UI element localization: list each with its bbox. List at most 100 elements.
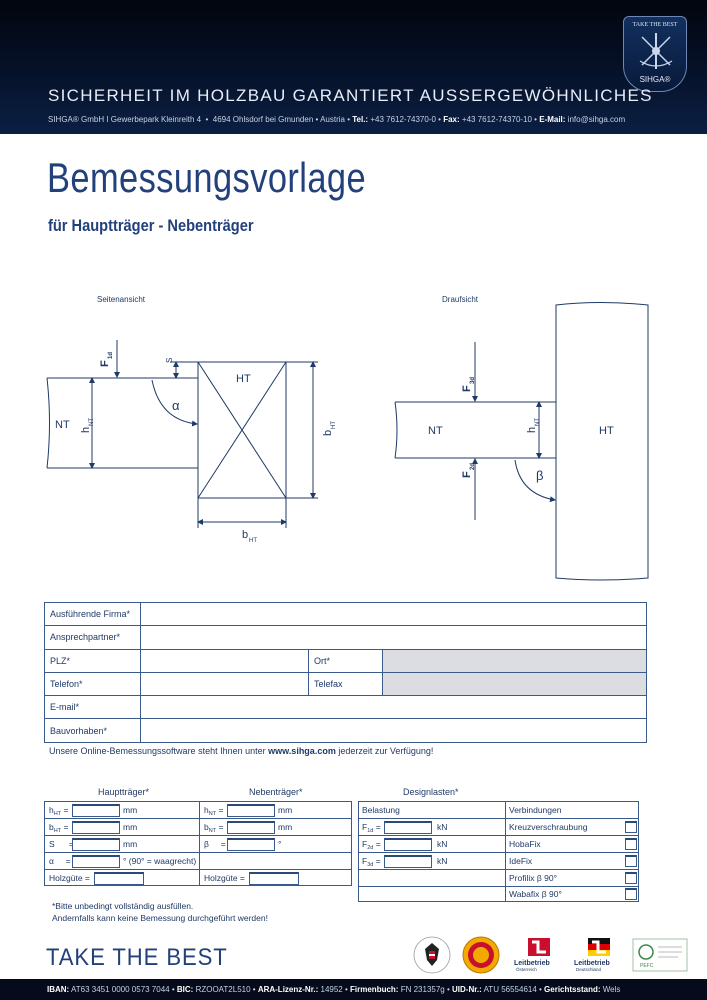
company-address: 4694 Ohlsdorf bei Gmunden • Austria •	[212, 115, 350, 124]
email-field[interactable]	[140, 695, 647, 720]
logo-bottom-text: SIHGA®	[639, 75, 671, 84]
b-ht-input[interactable]	[72, 821, 120, 834]
row-holzguete: Holzgüte = Holzgüte =	[45, 870, 351, 887]
row-alpha: α = ° (90° = waagrecht)	[45, 853, 351, 870]
h-nt-top-label: hNT	[526, 418, 541, 433]
firma-field[interactable]	[140, 601, 647, 627]
svg-text:h: h	[526, 427, 538, 433]
nebentraeger-heading: Nebenträger*	[249, 787, 303, 797]
ht-top-label: HT	[599, 425, 614, 437]
firmenbuch-value: FN 231357g •	[400, 985, 450, 994]
svg-text:Leitbetrieb: Leitbetrieb	[574, 960, 610, 967]
beta-input[interactable]	[227, 838, 275, 851]
bauvorhaben-field[interactable]	[140, 718, 647, 743]
svg-text:F: F	[99, 360, 111, 367]
f3d-input[interactable]	[384, 855, 432, 868]
telefon-field[interactable]	[140, 671, 309, 697]
ort-label: Ort*	[308, 648, 383, 673]
bic-value: RZOOAT2L510 •	[195, 985, 256, 994]
tel-value: +43 7612-74370-0 •	[370, 115, 441, 124]
svg-text:HT: HT	[331, 421, 337, 429]
certification-seals: Leitbetrieb Österreich Leitbetrieb Deuts…	[413, 936, 688, 974]
ht-side-label: HT	[236, 373, 251, 385]
dl-row-f2d: F2d = kN HobaFix	[359, 836, 638, 853]
fax-label: Fax:	[443, 115, 460, 124]
email-link[interactable]: info@sihga.com	[567, 115, 626, 124]
note-line-1: *Bitte unbedingt vollständig ausfüllen.	[52, 901, 194, 911]
beta-arc	[514, 459, 556, 503]
dl-row-wabafix: Wabafix β 90°	[359, 886, 638, 903]
alpha-input[interactable]	[72, 855, 120, 868]
idefix-checkbox[interactable]	[625, 855, 637, 867]
kreuzverschraubung-checkbox[interactable]	[625, 821, 637, 833]
telefon-label: Telefon*	[44, 671, 141, 697]
holzguete-ht-input[interactable]	[94, 872, 144, 885]
wabafix-checkbox[interactable]	[625, 888, 637, 900]
contact-line: SIHGA® GmbH I Gewerbepark Kleinreith 4 •…	[48, 115, 626, 124]
h-nt-side-label: hNT	[80, 418, 95, 433]
svg-text:b: b	[242, 529, 248, 541]
h-nt-input[interactable]	[227, 804, 275, 817]
note-line-2: Andernfalls kann keine Bemessung durchge…	[52, 913, 268, 923]
svg-text:2d: 2d	[470, 463, 476, 470]
plz-field[interactable]	[140, 648, 309, 673]
svg-text:Leitbetrieb: Leitbetrieb	[514, 960, 550, 967]
f1d-label: F1d	[99, 352, 114, 367]
fax-value: +43 7612-74370-10 •	[461, 115, 537, 124]
traeger-box: hHT = mm hNT = mm bHT = mm bNT = mm S = …	[44, 801, 352, 886]
h-ht-input[interactable]	[72, 804, 120, 817]
sihga-link[interactable]: www.sihga.com	[268, 746, 336, 756]
technical-drawing: Seitenansicht Draufsicht NT HT α NT HT β…	[46, 295, 649, 581]
telefax-label: Telefax	[308, 671, 383, 697]
haupttraeger-heading: Hauptträger*	[98, 787, 150, 797]
alpha-arc	[151, 379, 198, 427]
ort-field[interactable]	[382, 648, 647, 673]
designlasten-heading: Designlasten*	[403, 787, 459, 797]
f2d-input[interactable]	[384, 838, 432, 851]
alpha-label: α	[172, 398, 180, 413]
ara-value: 14952 •	[320, 985, 348, 994]
online-hint: Unsere Online-Bemessungssoftware steht I…	[49, 746, 433, 756]
profilix-checkbox[interactable]	[625, 872, 637, 884]
svg-text:F: F	[461, 471, 473, 478]
f2d-label: F2d	[461, 463, 476, 478]
holzguete-nt-input[interactable]	[249, 872, 299, 885]
row-b: bHT = mm bNT = mm	[45, 819, 351, 836]
svg-text:S: S	[165, 358, 174, 363]
svg-text:HT: HT	[249, 538, 257, 544]
f3d-label: F3d	[461, 377, 476, 392]
sihga-logo: TAKE THE BEST SIHGA®	[623, 16, 687, 92]
bauvorhaben-label: Bauvorhaben*	[44, 718, 141, 743]
dl-row-profilix: Profilix β 90°	[359, 870, 638, 887]
ansprechpartner-label: Ansprechpartner*	[44, 625, 141, 650]
side-view-title: Seitenansicht	[97, 295, 146, 304]
ht-side-beam	[197, 361, 287, 499]
nt-top-label: NT	[428, 425, 443, 437]
hobafix-checkbox[interactable]	[625, 838, 637, 850]
email-label-form: E-mail*	[44, 695, 141, 720]
header-banner: TAKE THE BEST SIHGA® SICHERHEIT IM HOLZB…	[0, 0, 707, 134]
f1d-input[interactable]	[384, 821, 432, 834]
logo-top-text: TAKE THE BEST	[632, 22, 678, 28]
b-ht-side-label: bHT	[322, 421, 337, 436]
svg-text:1d: 1d	[108, 352, 114, 359]
telefax-field[interactable]	[382, 671, 647, 697]
iban-value: AT63 3451 0000 0573 7044 •	[71, 985, 175, 994]
top-view-title: Draufsicht	[442, 295, 479, 304]
nt-side-label: NT	[55, 419, 70, 431]
plz-label: PLZ*	[44, 648, 141, 673]
footer-bar: IBAN: AT63 3451 0000 0573 7044 • BIC: RZ…	[0, 979, 707, 1000]
firma-label: Ausführende Firma*	[44, 601, 141, 627]
row-h: hHT = mm hNT = mm	[45, 802, 351, 819]
ansprechpartner-field[interactable]	[140, 625, 647, 650]
svg-text:Österreich: Österreich	[516, 966, 537, 972]
leitbetrieb-de-icon: Leitbetrieb Deutschland	[574, 938, 610, 972]
s-input[interactable]	[72, 838, 120, 851]
dl-row-f3d: F3d = kN IdeFix	[359, 853, 638, 870]
b-nt-input[interactable]	[227, 821, 275, 834]
required-note: *Bitte unbedingt vollständig ausfüllen. …	[52, 900, 268, 924]
svg-text:Deutschland: Deutschland	[576, 967, 602, 972]
quality-seal-icon	[462, 936, 500, 974]
svg-text:h: h	[80, 427, 92, 433]
